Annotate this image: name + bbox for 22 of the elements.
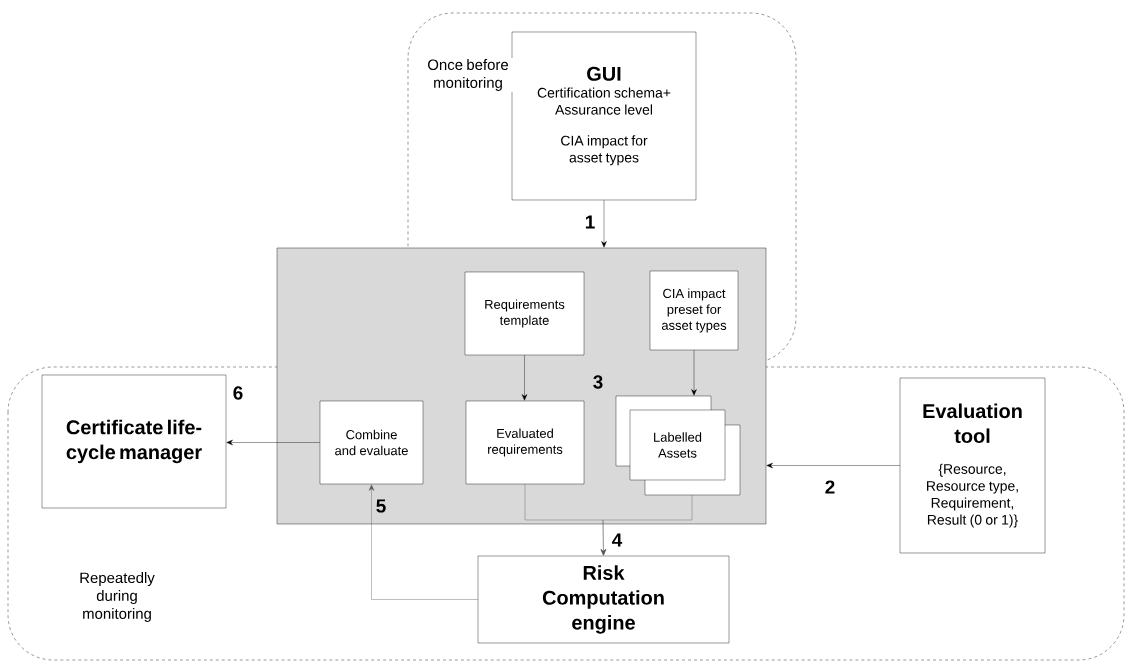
process-box: Risk Computation engine: [477, 555, 730, 644]
process-box: GUI Certification schema+ Assurance level CIA impact for asset types: [511, 31, 697, 201]
region-label: Repeatedly during monitoring: [61, 571, 173, 623]
arrow: [691, 350, 697, 396]
process-box: Combine and evaluate: [319, 400, 424, 485]
arrow: [521, 355, 528, 401]
step-number: 6: [231, 385, 245, 401]
arrow: [766, 462, 900, 469]
arrow: [601, 200, 607, 248]
step-number: 4: [610, 532, 624, 548]
step-number: 2: [823, 479, 837, 495]
arrow: [600, 495, 693, 556]
process-box: CIA impact preset for asset types: [649, 270, 739, 351]
process-box: Requirements template: [464, 271, 585, 356]
stacked-documents: Labelled Assets: [615, 395, 741, 496]
step-number: 1: [583, 214, 597, 230]
region-label: Once before monitoring: [423, 58, 513, 92]
process-box: Certificate life-cycle manager: [41, 374, 227, 509]
process-box: Evaluation tool {Resource, Resource type, Requirement, Result (0 or 1)}: [899, 377, 1046, 554]
process-box: Evaluated requirements: [465, 400, 585, 485]
arrow: [368, 484, 478, 600]
arrow: [226, 439, 320, 446]
